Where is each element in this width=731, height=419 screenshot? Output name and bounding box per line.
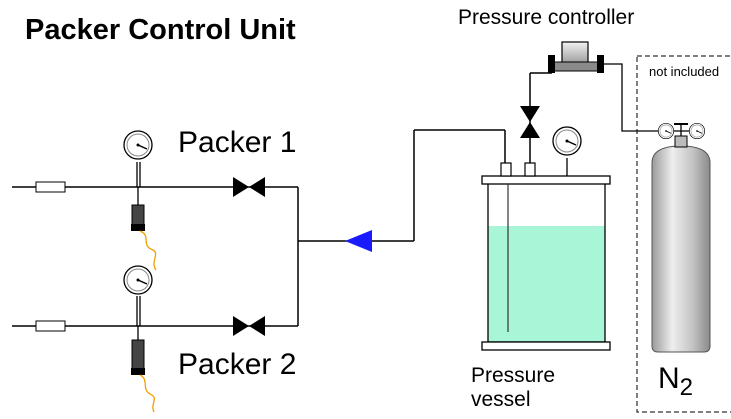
signal-cable — [139, 230, 157, 271]
pressure-sensor-icon — [131, 339, 155, 413]
pressure-controller — [520, 41, 664, 163]
pressure-controller-icon — [530, 41, 604, 74]
needle-valve-icon — [520, 106, 540, 138]
needle-valve-icon — [233, 316, 265, 336]
n2-symbol: N — [658, 362, 680, 395]
manifold-line — [297, 129, 506, 326]
pressure-gauge-icon — [657, 122, 675, 140]
packer-1-label: Packer 1 — [178, 126, 297, 159]
vessel-label-line1: Pressure — [471, 364, 556, 387]
pressure-vessel — [481, 126, 611, 351]
filter-icon — [35, 320, 66, 332]
pressure-sensor-icon — [131, 204, 157, 271]
diagram-title: Packer Control Unit — [25, 14, 296, 46]
pressure-gauge-icon — [123, 130, 153, 160]
pressure-vessel-label: Pressure vessel — [471, 364, 555, 412]
pressure-gauge-icon — [688, 122, 706, 140]
packer-2-line — [12, 265, 298, 413]
packer-2-label: Packer 2 — [178, 348, 297, 381]
n2-subscript: 2 — [679, 374, 694, 401]
pressure-gauge-icon — [123, 265, 153, 295]
nitrogen-label: N2 — [658, 362, 693, 402]
filter-icon — [35, 181, 66, 193]
vessel-liquid — [488, 226, 605, 342]
packer-1-line — [12, 130, 298, 271]
pressure-controller-label: Pressure controller — [458, 6, 635, 29]
not-included-box — [636, 55, 731, 413]
signal-cable — [139, 374, 155, 413]
needle-valve-icon — [233, 177, 265, 197]
not-included-label: not included — [649, 64, 720, 79]
vessel-label-line2: vessel — [471, 388, 531, 411]
pressure-gauge-icon — [552, 126, 582, 156]
check-valve-icon — [345, 230, 372, 252]
gas-cylinder-icon — [651, 122, 711, 353]
